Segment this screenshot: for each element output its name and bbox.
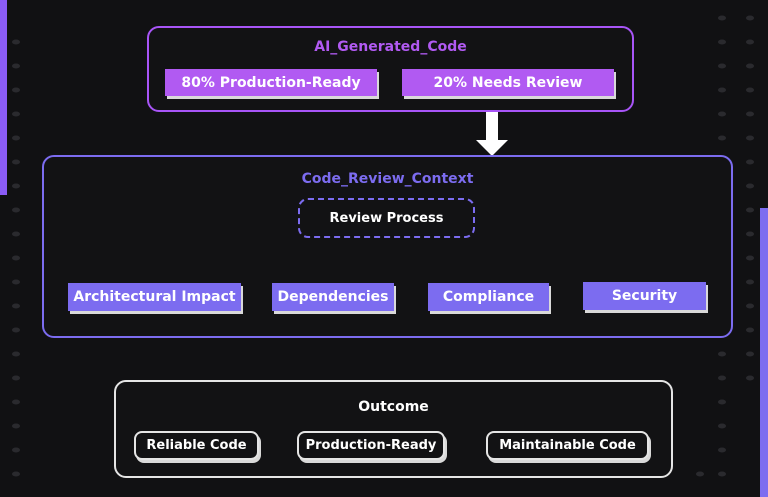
maintainable-code-node: Maintainable Code <box>486 431 649 460</box>
needs-review-percent-node: 20% Needs Review <box>402 69 614 96</box>
right-accent-bar <box>760 208 768 497</box>
compliance-node: Compliance <box>428 283 549 311</box>
down-arrow-icon <box>476 112 508 156</box>
outcome-panel: Outcome <box>114 380 673 478</box>
review-process-node: Review Process <box>298 198 475 238</box>
dependencies-node: Dependencies <box>272 283 394 311</box>
production-ready-node: Production-Ready <box>297 431 445 460</box>
outcome-title: Outcome <box>358 399 429 415</box>
reliable-code-node: Reliable Code <box>134 431 259 460</box>
security-node: Security <box>583 282 706 310</box>
code-review-context-title: Code_Review_Context <box>301 171 474 187</box>
left-accent-bar <box>0 0 7 195</box>
ai-generated-code-title: AI_Generated_Code <box>314 39 467 55</box>
production-ready-percent-node: 80% Production-Ready <box>165 69 377 96</box>
architectural-impact-node: Architectural Impact <box>68 283 241 311</box>
